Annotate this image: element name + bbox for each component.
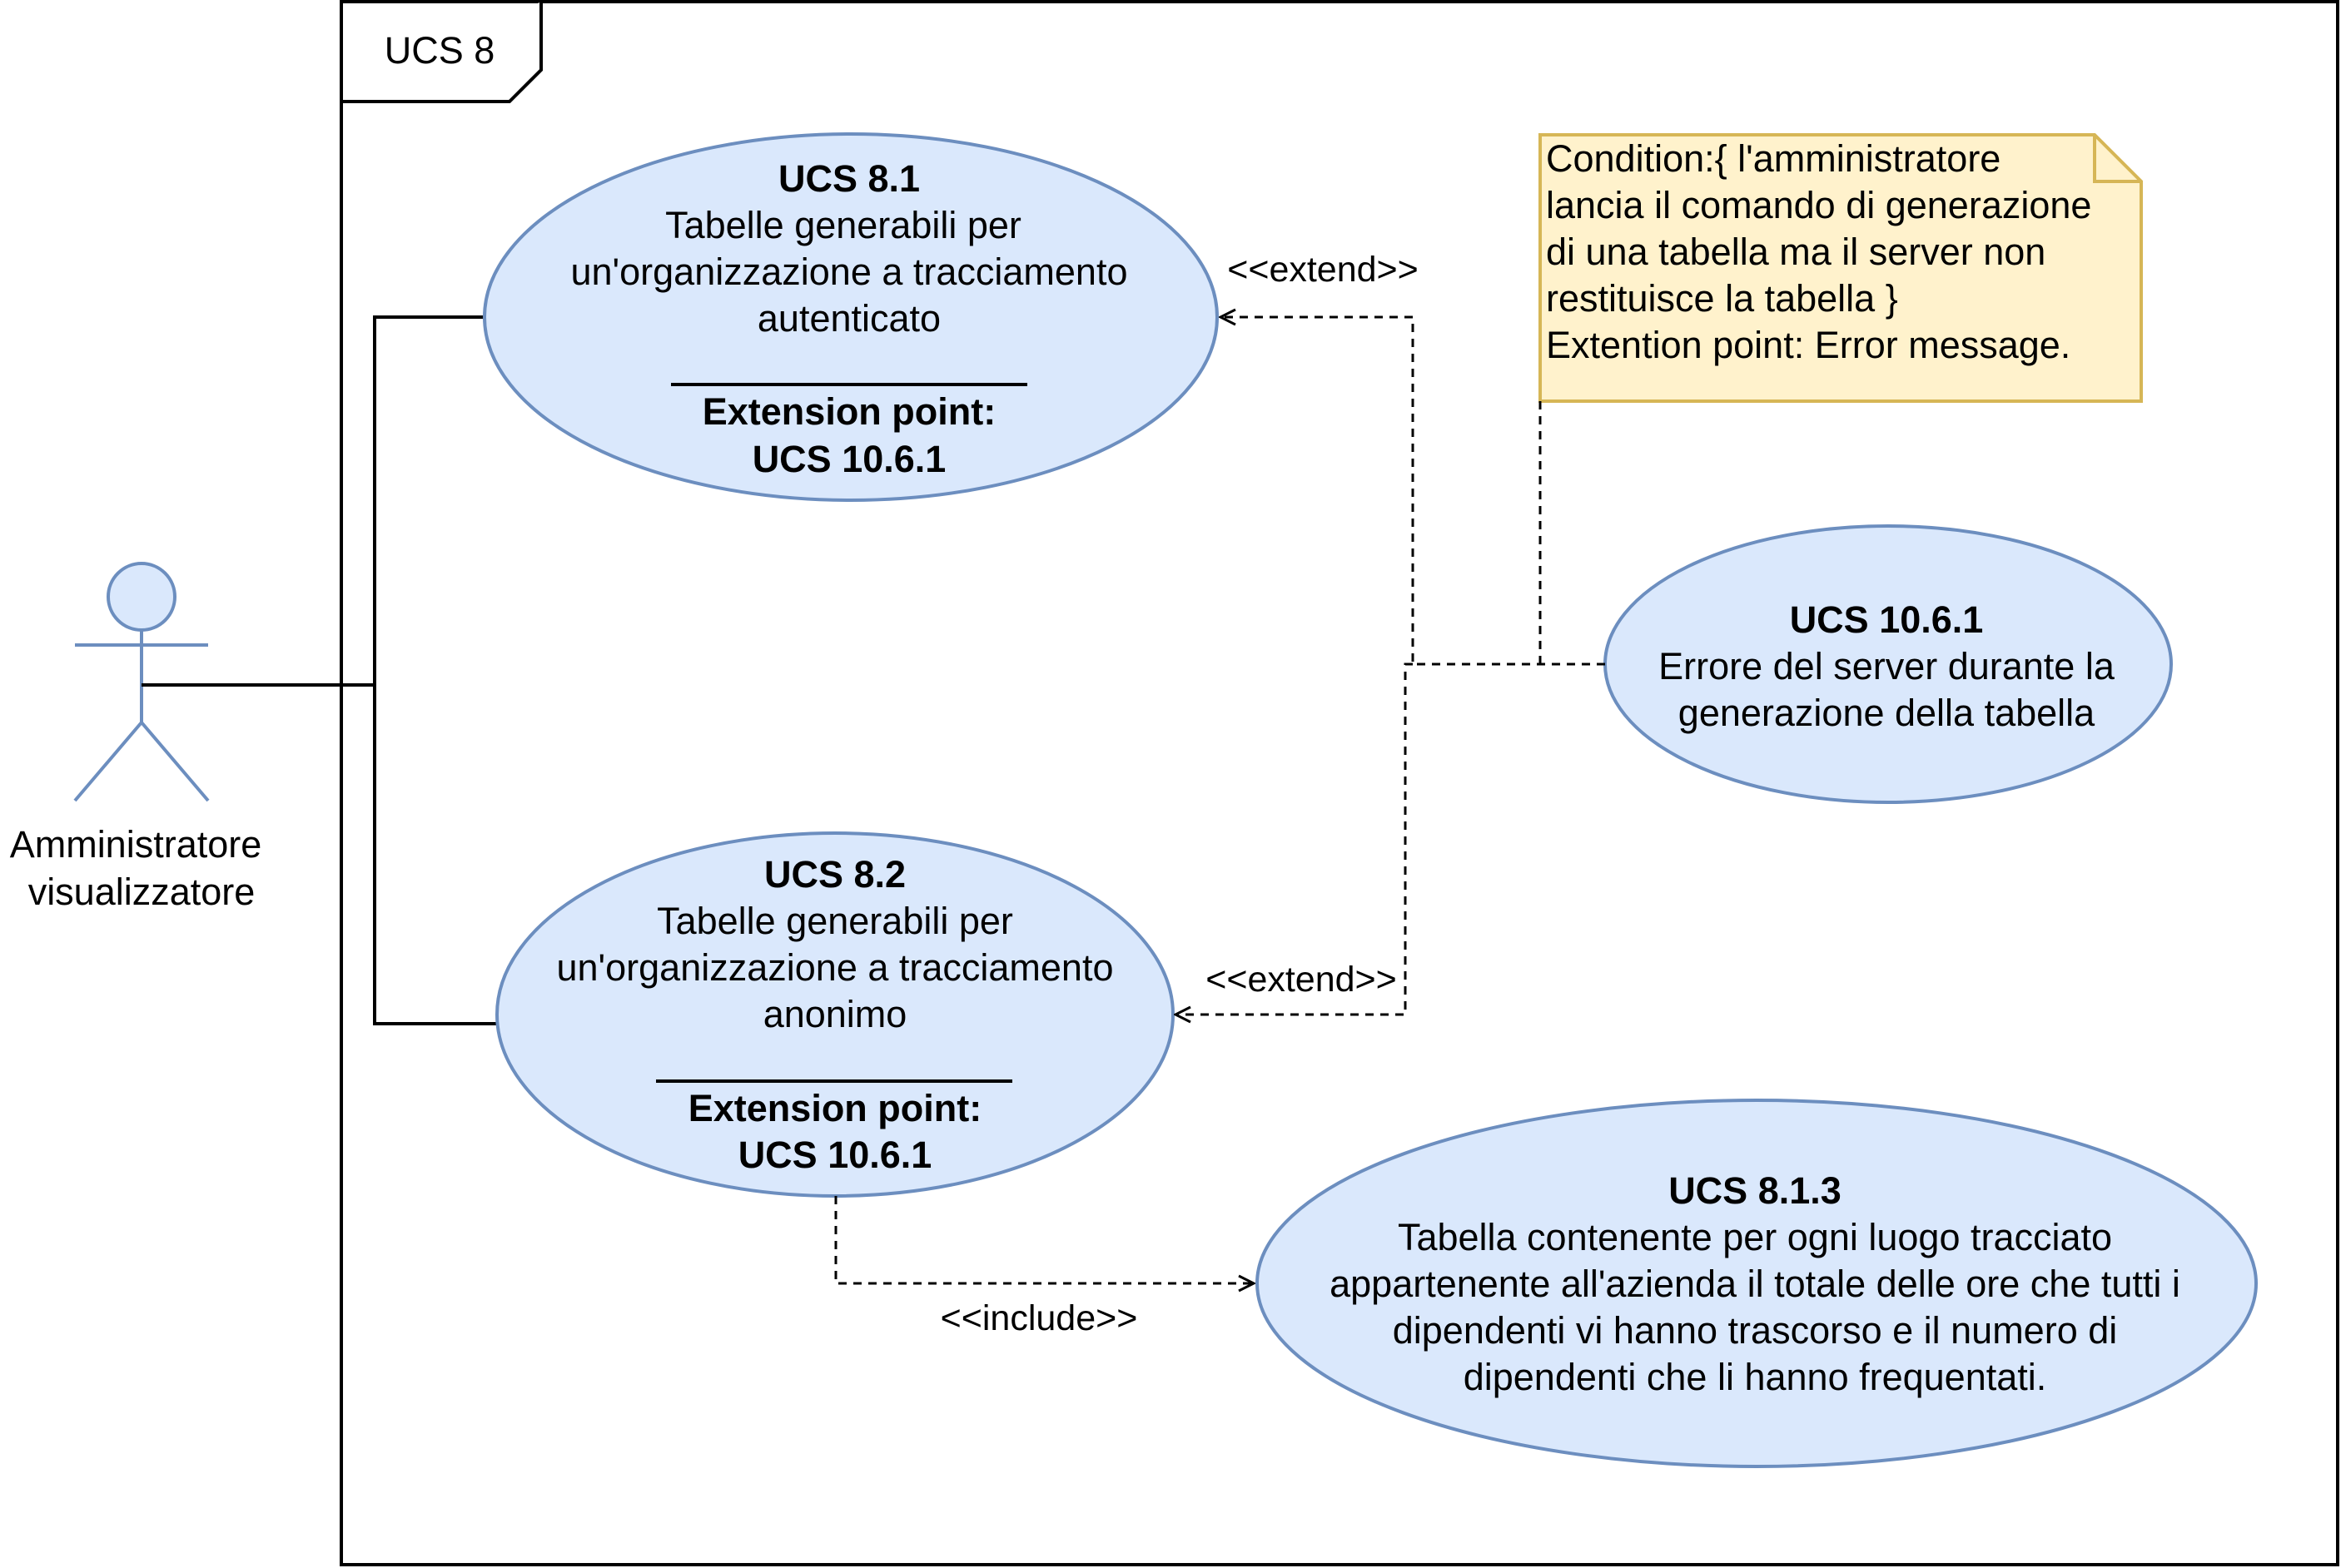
extend-label-bottom: <<extend>> xyxy=(1205,960,1397,1000)
actor-right-leg xyxy=(140,721,210,802)
actor-amministratore[interactable]: Amministratore visualizzatore xyxy=(10,562,262,913)
extend-relation-top[interactable]: <<extend>> xyxy=(1220,250,1605,666)
include-line xyxy=(834,1196,1254,1283)
association-uc82 xyxy=(373,685,498,1025)
include-relation[interactable]: <<include>> xyxy=(834,1196,1254,1338)
note-line-5: Extention point: Error message. xyxy=(1546,324,2070,366)
usecase-8-2-line-2: un'organizzazione a tracciamento xyxy=(557,946,1114,989)
usecase-8-1-3-line-2: appartenente all'azienda il totale delle… xyxy=(1330,1263,2180,1305)
usecase-8-1-line-3: autenticato xyxy=(758,297,941,340)
note-body xyxy=(1538,133,2143,403)
usecase-10-6-1[interactable]: UCS 10.6.1 Errore del server durante la … xyxy=(1603,524,2173,804)
usecase-8-2-title: UCS 8.2 xyxy=(764,853,906,896)
include-label: <<include>> xyxy=(941,1298,1138,1338)
usecase-8-1[interactable]: UCS 8.1 Tabelle generabili per un'organi… xyxy=(483,132,1219,502)
usecase-8-2-extension-heading: Extension point: xyxy=(688,1087,982,1129)
usecase-8-1-3-title: UCS 8.1.3 xyxy=(1668,1169,1841,1212)
usecase-8-1-title: UCS 8.1 xyxy=(778,157,920,200)
frame-border xyxy=(340,0,2339,1566)
frame-label: UCS 8 xyxy=(385,29,495,72)
usecase-8-1-line-1: Tabelle generabili per xyxy=(665,204,1021,246)
usecase-8-1-extension-value: UCS 10.6.1 xyxy=(753,438,947,480)
usecase-8-2[interactable]: UCS 8.2 Tabelle generabili per un'organi… xyxy=(495,831,1175,1198)
usecase-8-1-3-line-1: Tabella contenente per ogni luogo tracci… xyxy=(1398,1216,2112,1258)
usecase-8-2-line-1: Tabelle generabili per xyxy=(657,900,1013,942)
condition-note[interactable]: Condition:{ l'amministratore lancia il c… xyxy=(1538,133,2143,403)
usecase-10-6-1-line-2: generazione della tabella xyxy=(1678,692,2095,734)
association-uc81 xyxy=(142,315,485,687)
usecase-8-2-extension-value: UCS 10.6.1 xyxy=(738,1134,932,1176)
usecase-8-1-3-line-4: dipendenti che li hanno frequentati. xyxy=(1464,1356,2047,1398)
actor-left-leg xyxy=(73,721,143,802)
extend-label-top: <<extend>> xyxy=(1227,250,1419,290)
extend-line-bottom xyxy=(1175,662,1413,1015)
extend-line-top xyxy=(1220,317,1605,666)
usecase-8-1-ellipse xyxy=(483,132,1219,502)
usecase-8-1-3-ellipse xyxy=(1255,1099,2258,1468)
actor-name-line-1: Amministratore xyxy=(10,823,262,866)
usecase-8-1-3[interactable]: UCS 8.1.3 Tabella contenente per ogni lu… xyxy=(1255,1099,2258,1468)
usecase-8-1-extension-heading: Extension point: xyxy=(703,390,997,433)
note-line-2: lancia il comando di generazione xyxy=(1546,184,2091,226)
actor-head xyxy=(107,562,176,632)
usecase-8-2-line-3: anonimo xyxy=(763,993,907,1035)
usecase-10-6-1-line-1: Errore del server durante la xyxy=(1658,645,2115,687)
usecase-8-1-3-line-3: dipendenti vi hanno trascorso e il numer… xyxy=(1393,1309,2118,1352)
system-frame: UCS 8 xyxy=(340,0,2339,1566)
frame-label-tab xyxy=(341,2,543,103)
note-line-4: restituisce la tabella } xyxy=(1546,277,1898,320)
note-fold xyxy=(2093,135,2141,183)
actor-associations xyxy=(142,315,498,1025)
extend-relation-bottom[interactable]: <<extend>> xyxy=(1175,662,1413,1015)
usecase-8-1-line-2: un'organizzazione a tracciamento xyxy=(571,251,1128,293)
actor-name-line-2: visualizzatore xyxy=(28,871,256,913)
usecase-10-6-1-title: UCS 10.6.1 xyxy=(1790,598,1984,641)
note-line-3: di una tabella ma il server non xyxy=(1546,231,2045,273)
note-line-1: Condition:{ l'amministratore xyxy=(1546,137,2001,180)
